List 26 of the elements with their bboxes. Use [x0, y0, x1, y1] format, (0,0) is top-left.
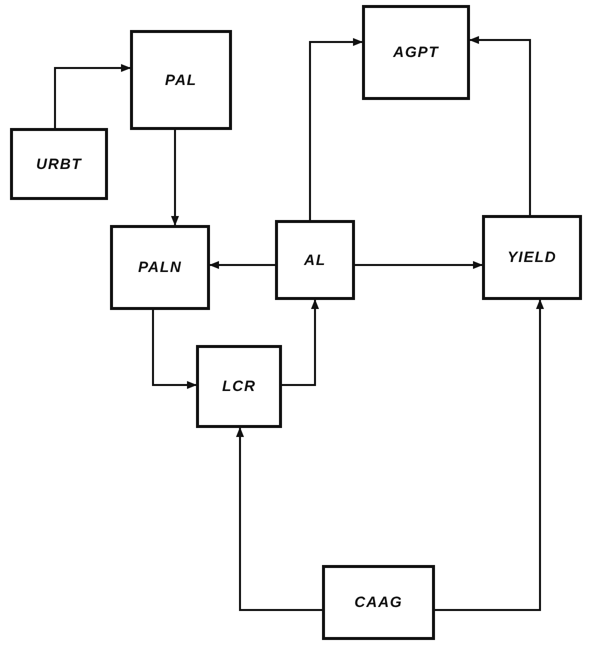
box-label: CAAG: [354, 594, 403, 611]
process-box: [482, 215, 582, 300]
process-box: [130, 30, 232, 130]
arrow: [171, 130, 179, 226]
arrow: [209, 261, 275, 269]
box-label: PAL: [165, 72, 197, 88]
box-label: PALN: [138, 259, 182, 276]
arrow: [282, 299, 319, 386]
arrow: [469, 36, 531, 215]
process-box: [10, 128, 108, 200]
arrow: [355, 261, 483, 269]
box-label: AL: [304, 252, 326, 268]
box-label: AGPT: [393, 44, 439, 61]
arrow: [236, 427, 322, 611]
process-box: [322, 565, 435, 640]
box-label: YIELD: [507, 249, 557, 266]
box-label: LCR: [222, 378, 256, 395]
arrow: [435, 299, 544, 611]
process-box: [196, 345, 282, 428]
process-box: [275, 220, 355, 300]
arrow: [309, 38, 363, 220]
box-label: URBT: [36, 156, 82, 172]
arrow: [54, 64, 131, 128]
process-box: [362, 5, 470, 100]
process-box: [110, 225, 210, 310]
arrow: [152, 310, 197, 389]
